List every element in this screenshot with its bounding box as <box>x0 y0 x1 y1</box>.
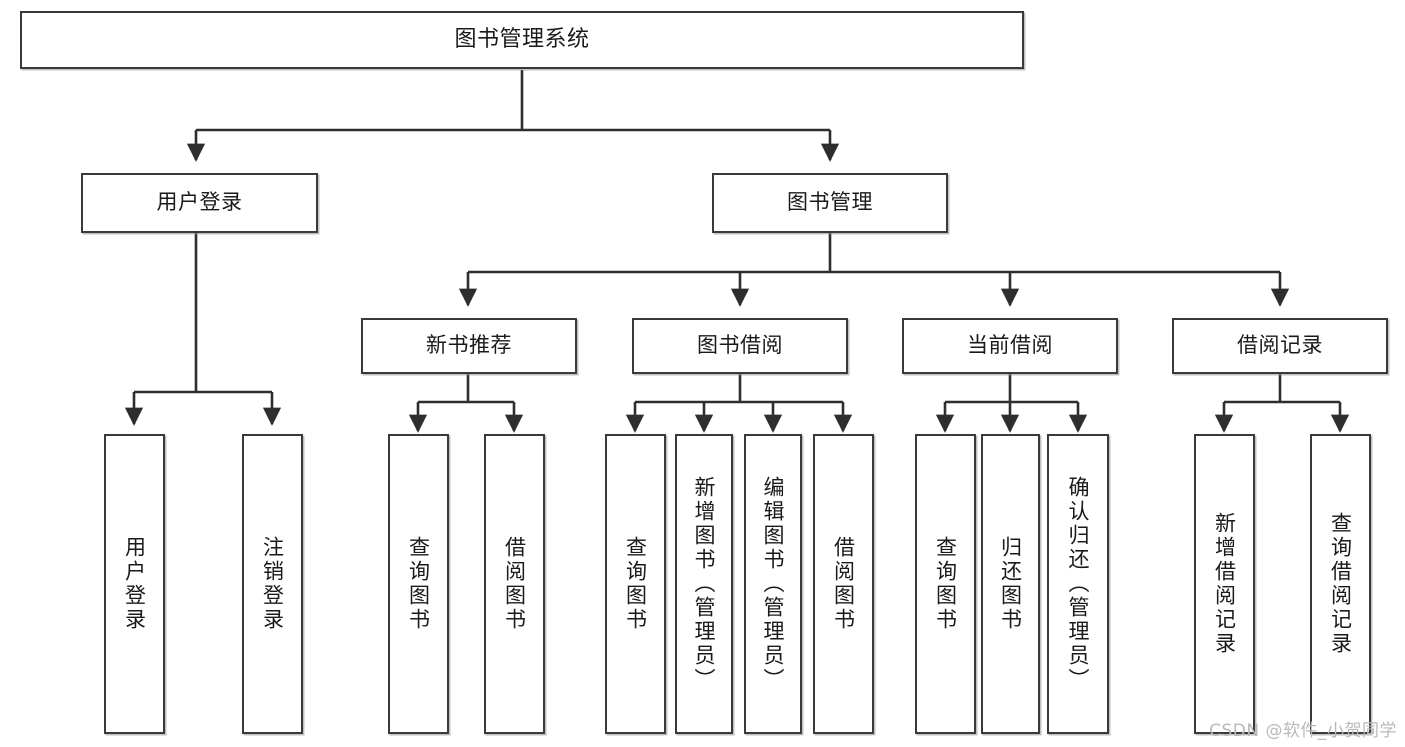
node-label: 注销登录 <box>260 536 285 632</box>
leaf-borrow-book-1[interactable]: 借阅图书 <box>484 434 545 734</box>
leaf-user-logout[interactable]: 注销登录 <box>242 434 303 734</box>
node-label: 借阅图书 <box>831 536 856 632</box>
node-label: 查询图书 <box>933 536 958 632</box>
node-label: 图书管理 <box>787 190 873 215</box>
node-label: 查询图书 <box>406 536 431 632</box>
node-label: 借阅记录 <box>1237 333 1323 358</box>
node-label: 查询图书 <box>623 536 648 632</box>
leaf-return-book[interactable]: 归还图书 <box>981 434 1040 734</box>
leaf-edit-book[interactable]: 编辑图书（管理员） <box>744 434 802 734</box>
leaf-borrow-book-2[interactable]: 借阅图书 <box>813 434 874 734</box>
node-label: 当前借阅 <box>967 333 1053 358</box>
node-label: 新增借阅记录 <box>1212 512 1237 656</box>
node-book-manage[interactable]: 图书管理 <box>712 173 948 233</box>
leaf-user-login[interactable]: 用户登录 <box>104 434 165 734</box>
watermark-text: CSDN @软件_小贺同学 <box>1209 721 1397 741</box>
leaf-query-book-1[interactable]: 查询图书 <box>388 434 449 734</box>
node-label: 新增图书（管理员） <box>692 476 717 692</box>
node-new-book-rec[interactable]: 新书推荐 <box>361 318 577 374</box>
node-label: 新书推荐 <box>426 333 512 358</box>
node-label: 图书管理系统 <box>454 26 590 52</box>
node-label: 用户登录 <box>156 190 243 215</box>
leaf-query-record[interactable]: 查询借阅记录 <box>1310 434 1371 734</box>
leaf-query-book-2[interactable]: 查询图书 <box>605 434 666 734</box>
node-label: 用户登录 <box>122 536 147 632</box>
node-label: 图书借阅 <box>697 333 783 358</box>
node-label: 确认归还（管理员） <box>1066 476 1091 692</box>
node-root-system[interactable]: 图书管理系统 <box>20 11 1024 69</box>
node-label: 查询借阅记录 <box>1328 512 1353 656</box>
node-label: 借阅图书 <box>502 536 527 632</box>
leaf-confirm-return[interactable]: 确认归还（管理员） <box>1047 434 1109 734</box>
node-label: 编辑图书（管理员） <box>761 476 786 692</box>
leaf-add-record[interactable]: 新增借阅记录 <box>1194 434 1255 734</box>
leaf-add-book[interactable]: 新增图书（管理员） <box>675 434 733 734</box>
node-user-login[interactable]: 用户登录 <box>81 173 318 233</box>
node-label: 归还图书 <box>998 536 1023 632</box>
leaf-query-book-3[interactable]: 查询图书 <box>915 434 976 734</box>
node-current-borrow[interactable]: 当前借阅 <box>902 318 1118 374</box>
node-borrow-record[interactable]: 借阅记录 <box>1172 318 1388 374</box>
node-book-borrow[interactable]: 图书借阅 <box>632 318 848 374</box>
